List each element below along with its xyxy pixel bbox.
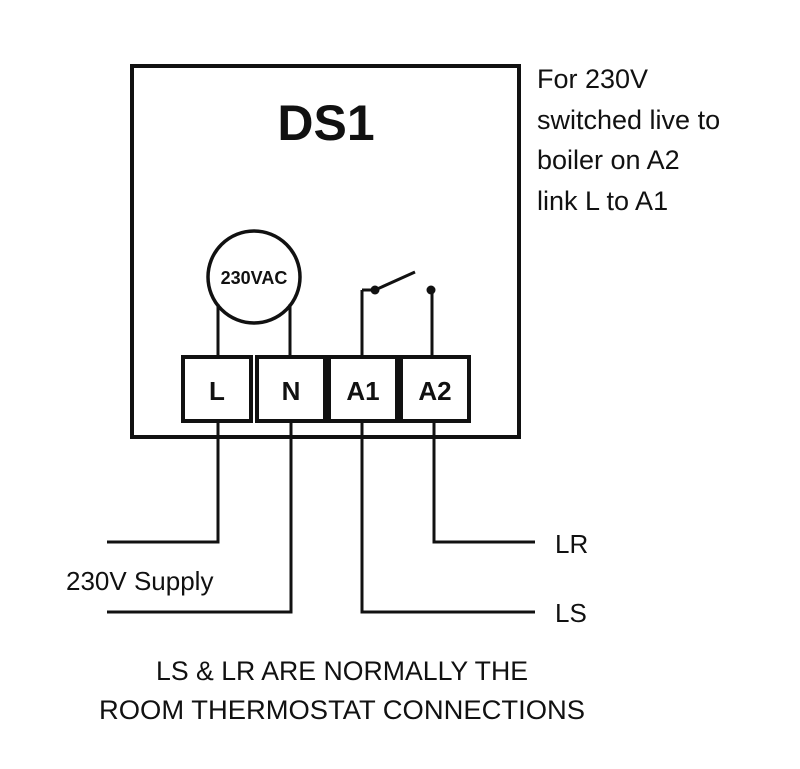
note-line-1: For 230V	[537, 64, 648, 94]
terminal-l-label: L	[209, 376, 225, 406]
lr-label: LR	[555, 529, 588, 559]
note-line-4: link L to A1	[537, 186, 668, 216]
terminal-n-label: N	[282, 376, 301, 406]
lr-wire	[432, 421, 535, 544]
note-line-3: boiler on A2	[537, 145, 680, 175]
terminal-a1-label: A1	[346, 376, 379, 406]
terminal-a2: A2	[399, 355, 471, 423]
footer-line-2: ROOM THERMOSTAT CONNECTIONS	[99, 695, 585, 725]
terminal-a2-label: A2	[418, 376, 451, 406]
terminal-l: L	[181, 355, 253, 423]
terminal-a1: A1	[327, 355, 399, 423]
supply-neutral-wire	[107, 421, 293, 614]
supply-live-wire	[107, 421, 220, 544]
wiring-note: For 230V switched live to boiler on A2 l…	[537, 64, 720, 216]
ls-label: LS	[555, 598, 587, 628]
power-supply-circle	[206, 229, 302, 325]
footer-line-1: LS & LR ARE NORMALLY THE	[156, 656, 528, 686]
terminal-n: N	[255, 355, 327, 423]
supply-label: 230V Supply	[66, 566, 213, 596]
device-title: DS1	[277, 95, 374, 151]
ls-wire	[360, 421, 535, 614]
relay-switch-symbol	[360, 270, 436, 357]
note-line-2: switched live to	[537, 105, 720, 135]
device-enclosure	[130, 64, 521, 439]
power-supply-label: 230VAC	[221, 268, 288, 288]
